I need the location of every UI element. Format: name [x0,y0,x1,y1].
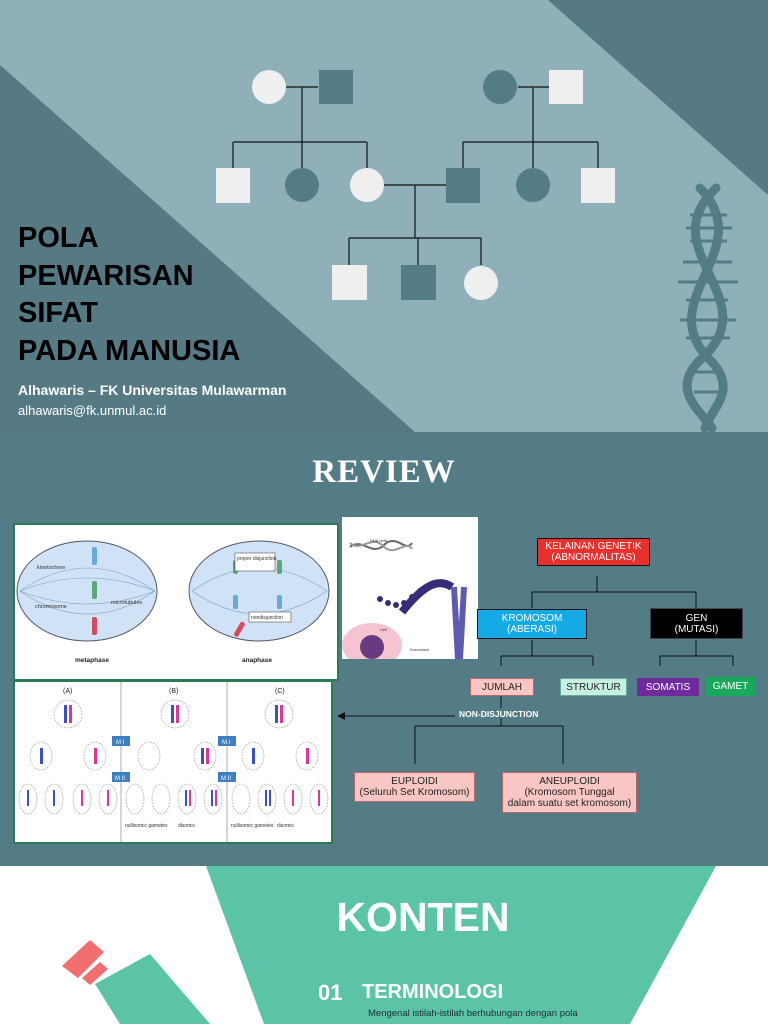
pedigree-female-unaffected [350,168,384,202]
meiosis-ii-label: M II [115,776,125,782]
node-euploidi: EUPLOIDI (Seluruh Set Kromosom) [354,772,475,802]
coral-decor-shape [62,940,104,978]
pedigree-male-unaffected [549,70,583,104]
arrow-left-icon [337,712,455,720]
node-label: (MUTASI) [674,623,719,635]
content-slide: KONTEN 01 TERMINOLOGI Mengenal istilah-i… [0,866,768,1024]
content-title: KONTEN [336,894,510,940]
pedigree-female-unaffected [464,266,498,300]
label-chromosome: chromosome [35,604,67,610]
mint-banner [206,866,716,1024]
pedigree-lines [232,86,599,265]
title-line: SIFAT [18,297,99,329]
panel-c-label: (C) [275,688,285,695]
panel-a-label: (A) [63,688,72,695]
label-cell: Cell [380,627,387,632]
label-anaphase: anaphase [242,657,272,664]
pedigree-male-affected [401,265,436,300]
background-dark-triangle [0,65,415,432]
coral-decor-shape-small [82,962,108,985]
presentation-title: POLA PEWARISAN SIFAT PADA MANUSIA [18,220,240,370]
background-dark-corner [548,0,768,195]
item-description: Mengenal istilah-istilah berhubungan den… [368,1008,578,1019]
mitosis-illustration: kinetochore chromosome microtubules meta… [16,540,330,664]
pedigree-male-affected [319,70,353,104]
node-label: GEN [685,612,708,624]
title-line: PEWARISAN [18,259,194,292]
pedigree-male-unaffected [332,265,367,300]
meiosis-ii-label: M II [221,776,231,782]
node-label: (Seluruh Set Kromosom) [359,787,470,798]
content-slide-background [62,866,716,1024]
label-nondisjunction: nondisjunction [251,615,283,621]
node-jumlah: JUMLAH [470,678,534,696]
node-label: KROMOSOM [501,613,563,624]
node-label: dalam suatu set kromosom) [507,798,632,809]
node-label: EUPLOIDI [391,776,438,787]
title-line: POLA [18,222,99,254]
label-disomic: disomic [178,823,195,829]
meiosis-illustration: (A) (B) (C) [18,682,329,842]
node-label: JUMLAH [481,681,522,693]
node-label: KELAINAN GENETIK [545,541,642,552]
pedigree-male-affected [446,168,480,203]
label-disomic: disomic [277,823,294,829]
node-label: STRUKTUR [566,681,621,693]
title-slide: POLA PEWARISAN SIFAT PADA MANUSIA Alhawa… [0,0,768,432]
item-number: 01 [318,980,343,1005]
title-slide-background [0,0,768,432]
node-label: ANEUPLOIDI [539,776,600,787]
author: Alhawaris – FK Universitas Mulawarman [18,382,287,398]
pedigree-female-unaffected [252,70,286,104]
label-kinetochore: kinetochore [37,565,65,571]
node-somatis: SOMATIS [637,678,699,696]
meiosis-i-label: M I [222,740,231,746]
dna-helix-icon [682,183,728,432]
pedigree-female-affected [285,168,319,202]
node-genetic-abnormality: KELAINAN GENETIK (ABNORMALITAS) [537,538,650,566]
node-label: (Kromosom Tunggal [524,787,615,798]
node-label: SOMATIS [645,681,691,693]
label-dna-helix: DNA helix [370,538,388,543]
label-nullisomic: nullisomic gametes [125,823,168,829]
node-aneuploidi: ANEUPLOIDI (Kromosom Tunggal dalam suatu… [502,772,637,813]
slide-title: REVIEW [312,454,456,490]
author-email: alhawaris@fk.unmul.ac.id [18,403,167,418]
meiosis-i-label: M I [116,740,125,746]
node-label: (ABNORMALITAS) [551,552,636,563]
node-struktur: STRUKTUR [560,678,627,696]
meiosis-figure: (A) (B) (C) [13,680,333,844]
review-slide: REVIEW kinetochore chromosome [0,432,768,866]
node-label: (ABERASI) [506,624,557,635]
pedigree-male-unaffected [216,168,250,203]
pedigree-male-unaffected [581,168,615,203]
chromosome-structure-illustration: DNA helix Cell Kromosom [342,538,467,659]
label-nullisomic: nullisomic gametes [231,823,274,829]
dna-rungs [678,213,738,394]
item-title: TERMINOLOGI [362,981,504,1003]
node-gamet: GAMET [706,677,755,696]
mint-decor-shape [95,954,210,1024]
pedigree-female-affected [516,168,550,202]
label-kromosom: Kromosom [410,647,430,652]
label-metaphase: metaphase [75,657,109,664]
label-microtubules: microtubules [111,600,142,606]
mitosis-figure: kinetochore chromosome microtubules meta… [13,523,339,681]
label-proper-disjunction: proper disjunction [237,556,277,562]
pedigree-female-affected [483,70,517,104]
node-chromosome-aberration: KROMOSOM (ABERASI) [477,609,587,639]
panel-b-label: (B) [169,688,178,695]
title-line: PADA MANUSIA [18,334,241,367]
node-gene-mutation: GEN (MUTASI) [650,608,743,639]
chromosome-structure-figure: DNA helix Cell Kromosom [342,517,478,659]
label-non-disjunction: NON-DISJUNCTION [459,709,539,719]
node-label: GAMET [712,681,749,692]
